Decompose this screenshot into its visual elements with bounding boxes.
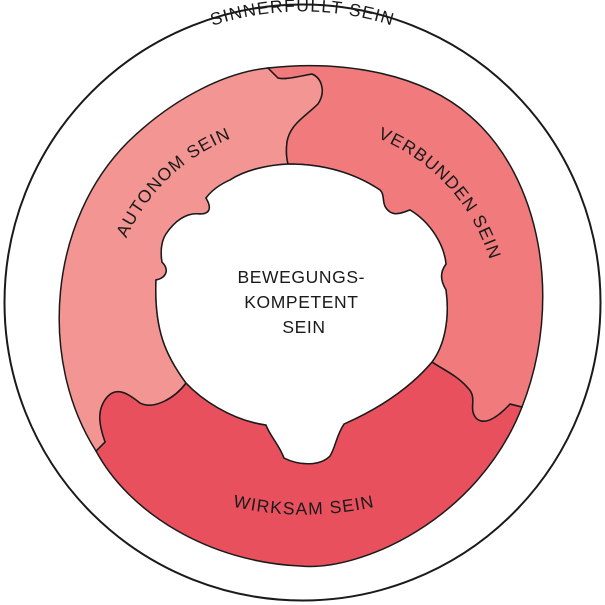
center-puzzle <box>155 163 448 465</box>
center-label-line-1: BEWEGUNGS- <box>237 267 365 287</box>
center-label-line-3: SEIN <box>282 317 325 337</box>
center-label: BEWEGUNGS- KOMPETENT SEIN <box>237 267 370 337</box>
center-label-line-2: KOMPETENT <box>244 292 358 312</box>
